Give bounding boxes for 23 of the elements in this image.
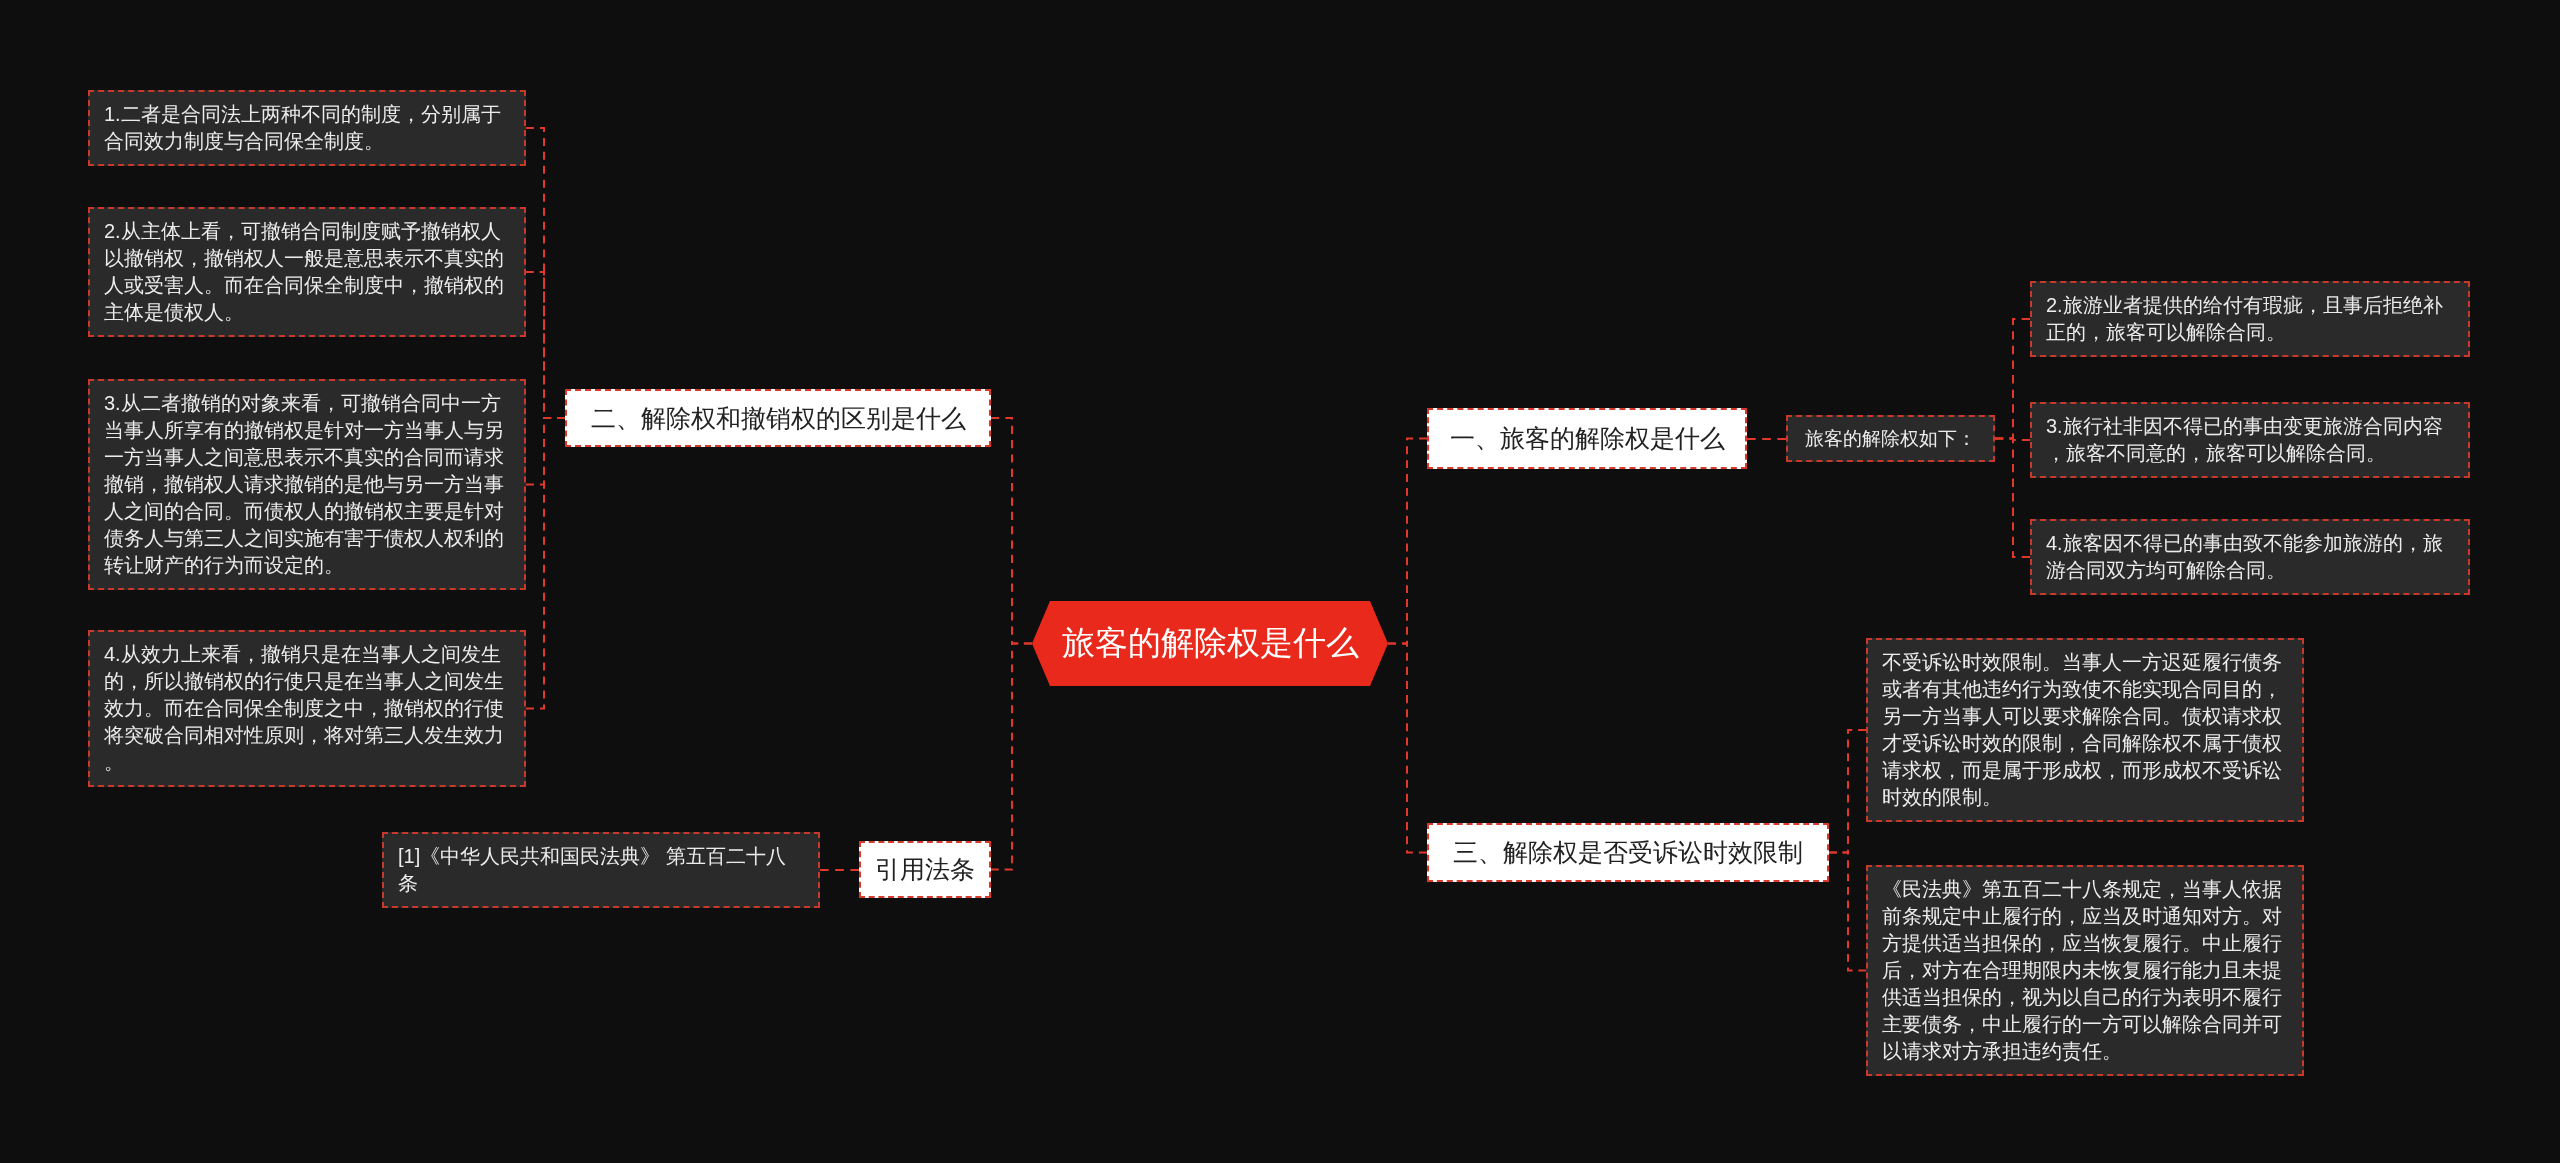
note-box: 1.二者是合同法上两种不同的制度，分别属于合同效力制度与合同保全制度。 [88,90,526,166]
topic-box: 三、解除权是否受诉讼时效限制 [1427,823,1829,882]
connector-line [1387,642,1428,854]
connector-line [1994,437,2031,558]
note-box: [1]《中华人民共和国民法典》 第五百二十八条 [382,832,820,908]
connector-line [1828,851,1867,972]
note-box: 3.从二者撤销的对象来看，可撤销合同中一方当事人所享有的撤销权是针对一方当事人与另一方当事人之间意思表示不真实的合同而请求撤销，撤销权人请求撤销的是他与另一方当事人之间的合同。而债权人的撤销权主要是针对债务人与第三人之间实施有害于债权人权利的转让财产的行为而设定的。 [88,379,526,590]
connector-line [819,869,860,871]
note-box: 3.旅行社非因不得已的事由变更旅游合同内容，旅客不同意的，旅客可以解除合同。 [2030,402,2470,478]
note-box: 旅客的解除权如下： [1786,415,1995,462]
note-box: 2.旅游业者提供的给付有瑕疵，且事后拒绝补正的，旅客可以解除合同。 [2030,281,2470,357]
note-box: 4.从效力上来看，撤销只是在当事人之间发生的，所以撤销权的行使只是在当事人之间发生效力。而在合同保全制度之中，撤销权的行使将突破合同相对性原则，将对第三人发生效力。 [88,630,526,787]
note-box: 2.从主体上看，可撤销合同制度赋予撤销权人以撤销权，撤销权人一般是意思表示不真实的人或受害人。而在合同保全制度中，撤销权的主体是债权人。 [88,207,526,337]
topic-box: 二、解除权和撤销权的区别是什么 [565,389,991,447]
topic-box: 一、旅客的解除权是什么 [1427,408,1747,469]
connector-line [990,642,1033,871]
note-box: 4.旅客因不得已的事由致不能参加旅游的，旅游合同双方均可解除合同。 [2030,519,2470,595]
connector-line [525,417,566,710]
note-box: 不受诉讼时效限制。当事人一方迟延履行债务或者有其他违约行为致使不能实现合同目的，另一方当事人可以要求解除合同。债权请求权才受诉讼时效的限制，合同解除权不属于债权请求权，而是属于形成权，而形成权不受诉讼时效的限制。 [1866,638,2304,822]
connector-line [1746,438,1787,440]
topic-box: 引用法条 [859,841,991,898]
note-box: 《民法典》第五百二十八条规定，当事人依据前条规定中止履行的，应当及时通知对方。对方提供适当担保的，应当恢复履行。中止履行后，对方在合理期限内未恢复履行能力且未提供适当担保的，视为以自己的行为表明不履行主要债务，中止履行的一方可以解除合同并可以请求对方承担违约责任。 [1866,865,2304,1076]
topic-hexagon: 旅客的解除权是什么 [1032,601,1388,686]
